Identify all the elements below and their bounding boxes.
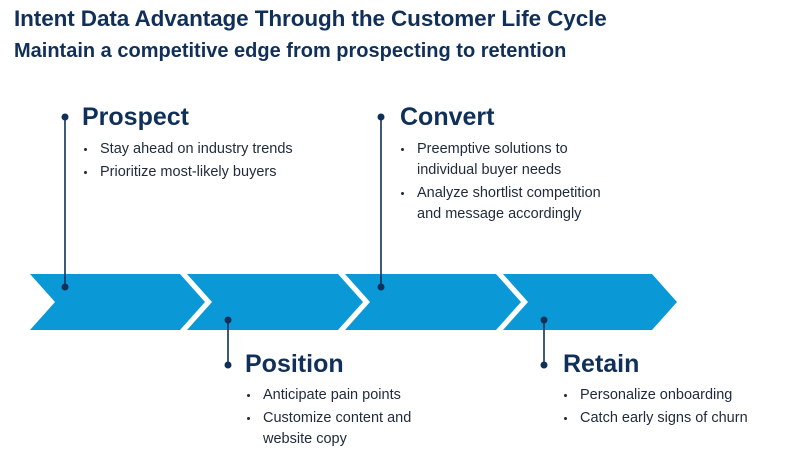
stage-bullets-retain: Personalize onboarding Catch early signs… <box>560 385 748 431</box>
bullet-item: Personalize onboarding <box>560 385 748 406</box>
connector-retain <box>540 316 548 369</box>
connector-position <box>224 316 232 369</box>
arrow-chevron-2 <box>187 274 363 330</box>
stage-title-convert: Convert <box>400 103 495 131</box>
stage-bullets-convert: Preemptive solutions to individual buyer… <box>397 139 601 227</box>
bullet-item: Stay ahead on industry trends <box>80 139 293 160</box>
bullet-item: Catch early signs of churn <box>560 408 748 429</box>
page-subtitle: Maintain a competitive edge from prospec… <box>14 40 567 62</box>
bullet-item: Preemptive solutions to individual buyer… <box>397 139 601 181</box>
stage-title-retain: Retain <box>563 350 640 378</box>
bullet-item: Analyze shortlist competition and messag… <box>397 183 601 225</box>
bullet-item: Anticipate pain points <box>243 385 411 406</box>
arrow-chevron-3 <box>345 274 521 330</box>
stage-title-prospect: Prospect <box>82 103 189 131</box>
bullet-item: Prioritize most-likely buyers <box>80 162 293 183</box>
arrow-chevron-1 <box>30 274 205 330</box>
stage-bullets-position: Anticipate pain points Customize content… <box>243 385 411 452</box>
page-title: Intent Data Advantage Through the Custom… <box>14 6 607 31</box>
arrow-chevron-4 <box>503 274 677 330</box>
stage-title-position: Position <box>245 350 344 378</box>
bullet-item: Customize content and website copy <box>243 408 411 450</box>
connector-convert <box>377 113 385 291</box>
stage-bullets-prospect: Stay ahead on industry trends Prioritize… <box>80 139 293 185</box>
connector-prospect <box>61 113 69 291</box>
